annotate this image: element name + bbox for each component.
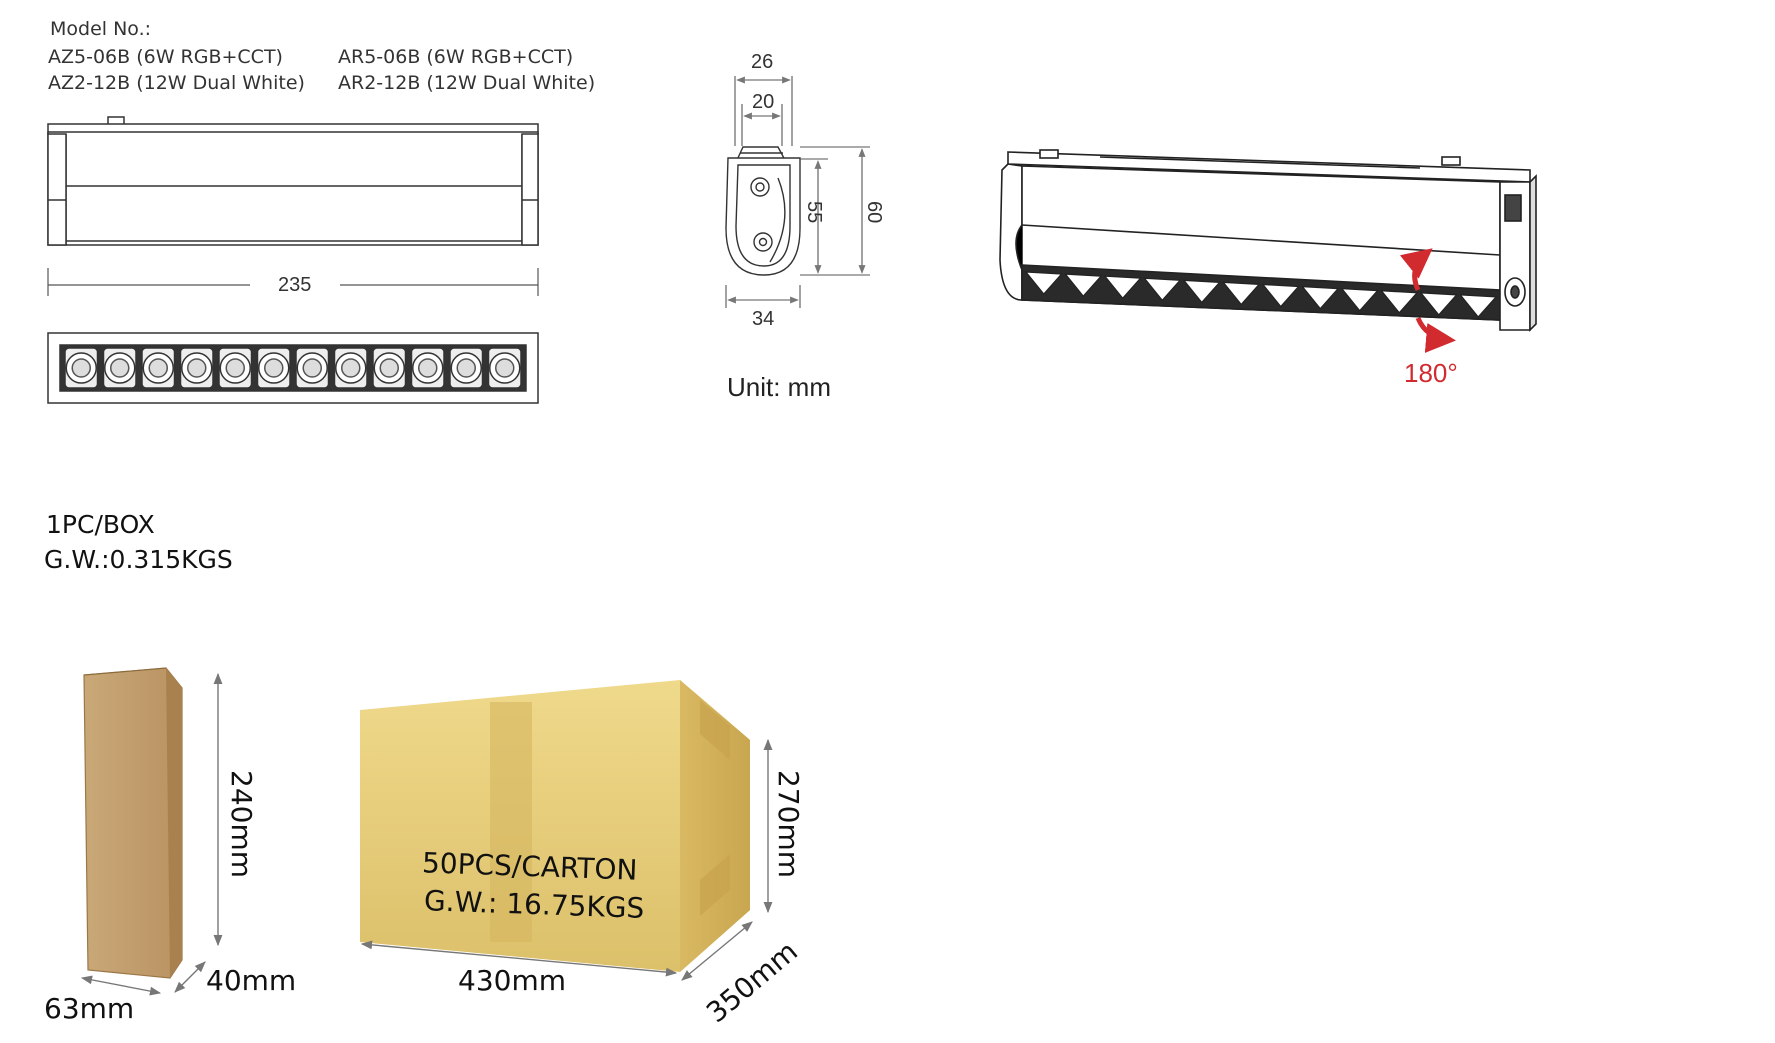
single-box-dimensions — [80, 672, 223, 996]
single-box-height: 240mm — [225, 770, 258, 878]
led-lens-perspective — [1380, 290, 1419, 314]
length-dimension — [47, 268, 539, 296]
single-box-depth: 40mm — [206, 964, 297, 997]
led-lens-core — [456, 358, 476, 378]
top-inner-label: 20 — [752, 91, 775, 113]
side-dimensions — [725, 76, 870, 308]
led-lens-perspective — [1182, 279, 1221, 304]
led-lens-core — [148, 358, 168, 378]
side-profile — [725, 146, 801, 276]
front-view — [47, 116, 539, 246]
led-lens-perspective — [1024, 271, 1063, 295]
led-lens-core — [379, 358, 399, 378]
bottom-width-label: 34 — [752, 308, 775, 330]
bottom-view — [47, 332, 539, 404]
single-box-illustration — [83, 667, 183, 979]
model-left-1: AZ5-06B (6W RGB+CCT) — [48, 46, 283, 68]
carton-dimensions — [360, 738, 773, 981]
led-lens-core — [110, 358, 130, 378]
length-label: 235 — [278, 274, 312, 296]
top-outer-label: 26 — [751, 51, 774, 73]
led-lens-core — [264, 358, 284, 378]
led-lens-core — [495, 358, 515, 378]
led-lens-core — [225, 358, 245, 378]
led-lens-core — [71, 358, 91, 378]
led-lens-core — [302, 358, 322, 378]
model-right-2: AR2-12B (12W Dual White) — [338, 72, 596, 94]
carton-width: 430mm — [458, 964, 566, 997]
height-outer-label: 60 — [863, 201, 885, 224]
led-lens-perspective — [1261, 283, 1300, 308]
rotation-label: 180° — [1404, 358, 1458, 388]
model-right-1: AR5-06B (6W RGB+CCT) — [338, 46, 574, 68]
led-lens-core — [187, 358, 207, 378]
model-left-2: AZ2-12B (12W Dual White) — [48, 72, 305, 94]
led-lens-core — [341, 358, 361, 378]
carton-illustration — [360, 680, 750, 972]
led-lens-core — [418, 358, 438, 378]
led-lens-perspective — [1103, 275, 1142, 300]
led-lens-perspective — [1301, 285, 1340, 310]
single-box-qty: 1PC/BOX — [46, 510, 155, 539]
perspective-view — [999, 149, 1537, 332]
led-lens-perspective — [1459, 294, 1498, 318]
height-inner-label: 55 — [803, 201, 825, 224]
carton-height: 270mm — [772, 770, 805, 878]
single-box-width: 63mm — [44, 992, 135, 1025]
model-heading: Model No.: — [50, 18, 152, 40]
led-lens-perspective — [1340, 288, 1379, 312]
single-box-weight: G.W.:0.315KGS — [44, 545, 233, 574]
led-lens-perspective — [1419, 292, 1458, 316]
unit-label: Unit: mm — [727, 372, 831, 402]
rotation-arrows — [1399, 248, 1456, 353]
led-lens-perspective — [1143, 277, 1182, 302]
led-lens-perspective — [1222, 281, 1261, 306]
led-lens-perspective — [1064, 273, 1103, 298]
